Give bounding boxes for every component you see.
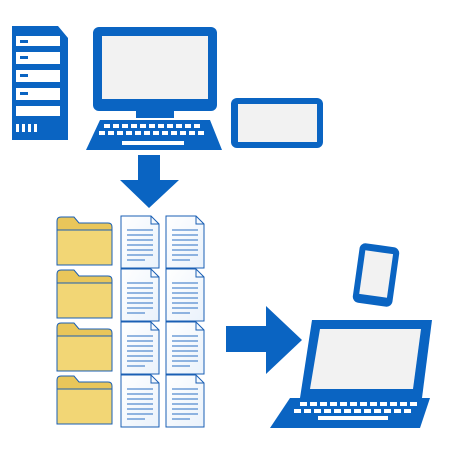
document-icon <box>165 374 205 428</box>
desktop-computer-icon <box>93 27 217 118</box>
document-icon <box>120 268 160 322</box>
file-row <box>56 268 205 322</box>
document-icon <box>165 268 205 322</box>
file-row <box>56 321 205 375</box>
arrow-down-icon <box>120 155 179 208</box>
keyboard-icon <box>86 120 222 150</box>
smartphone-icon <box>352 243 400 307</box>
document-icon <box>120 321 160 375</box>
file-row <box>56 374 205 428</box>
folder-icon <box>56 269 113 319</box>
document-icon <box>165 321 205 375</box>
document-icon <box>120 374 160 428</box>
folder-icon <box>56 375 113 425</box>
document-icon <box>165 215 205 269</box>
laptop-icon <box>270 320 432 428</box>
folder-icon <box>56 322 113 372</box>
file-row <box>56 215 205 269</box>
file-grid <box>56 215 205 428</box>
arrow-right-icon <box>226 306 302 374</box>
document-icon <box>120 215 160 269</box>
tablet-icon <box>231 98 323 148</box>
server-tower-icon <box>12 26 68 140</box>
folder-icon <box>56 216 113 266</box>
